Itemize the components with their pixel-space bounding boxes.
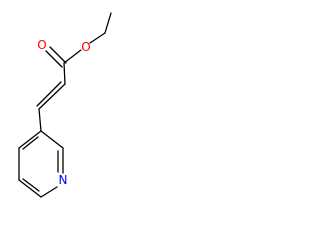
bond-alpha-carbon (63, 62, 66, 85)
bond-alkene-double-a (38, 83, 66, 110)
bond-carbonyl-double-b (45, 50, 63, 68)
ring-bond-4 (40, 186, 58, 198)
ring-bond-6 (40, 130, 64, 149)
bond-ethyl-o (89, 32, 106, 44)
bond-alkene-ring (38, 108, 42, 132)
carbonyl-oxygen-label: O (37, 38, 46, 52)
bond-o-carbonyl-carbon (63, 49, 82, 64)
bond-carbonyl-double-a (49, 46, 67, 64)
ring-bond-3-inner (22, 178, 40, 192)
ring-bond-1 (18, 130, 42, 149)
bond-ethyl-ch3 (104, 12, 112, 34)
bond-alkene-double-b (36, 81, 62, 107)
atom-labels: O O N (37, 38, 90, 187)
molecule-diagram: O O N (18, 12, 112, 198)
ester-oxygen-label: O (81, 40, 90, 54)
pyridine-nitrogen-label: N (59, 173, 68, 187)
bonds (18, 12, 112, 198)
ring-bond-1-inner (22, 136, 39, 150)
ring-bond-3 (18, 179, 42, 198)
